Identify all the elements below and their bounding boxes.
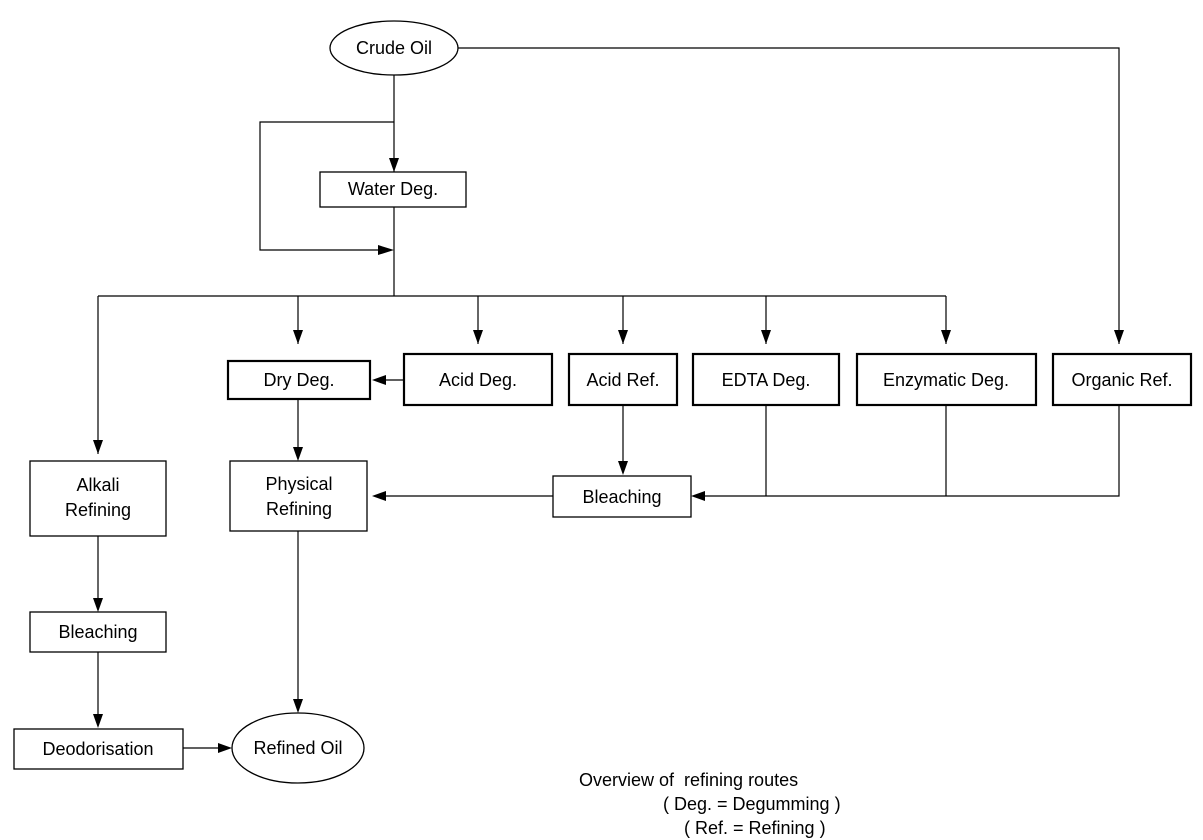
arrow-into-water-deg xyxy=(389,158,399,172)
connectors xyxy=(97,47,1120,749)
arrow-into-deodorisation xyxy=(93,714,103,728)
node-bleaching-right: Bleaching xyxy=(552,475,692,518)
physical-refining-label-line1: Physical xyxy=(265,474,332,494)
node-deodorisation: Deodorisation xyxy=(13,728,184,770)
crude-oil-label: Crude Oil xyxy=(356,38,432,58)
arrow-into-dry-deg xyxy=(293,330,303,344)
connector-bypass-loop xyxy=(259,121,394,251)
legend-deg-definition: ( Deg. = Degumming ) xyxy=(663,794,841,814)
water-deg-label: Water Deg. xyxy=(348,179,438,199)
arrow-into-bleaching-right-top xyxy=(618,461,628,475)
arrow-into-refined-oil-top xyxy=(293,699,303,713)
physical-refining-label-line2: Refining xyxy=(266,499,332,519)
node-alkali-refining: Alkali Refining xyxy=(29,460,167,537)
dry-deg-label: Dry Deg. xyxy=(263,370,334,390)
node-crude-oil: Crude Oil xyxy=(329,20,459,76)
alkali-refining-label-line2: Refining xyxy=(65,500,131,520)
node-acid-deg: Acid Deg. xyxy=(402,352,554,407)
node-bleaching-left: Bleaching xyxy=(29,611,167,653)
node-enzymatic-deg: Enzymatic Deg. xyxy=(855,352,1038,407)
refined-oil-label: Refined Oil xyxy=(253,738,342,758)
arrow-into-bleaching-left xyxy=(93,598,103,612)
edta-deg-label: EDTA Deg. xyxy=(722,370,811,390)
bleaching-right-label: Bleaching xyxy=(582,487,661,507)
node-refined-oil: Refined Oil xyxy=(231,712,365,784)
node-dry-deg: Dry Deg. xyxy=(226,359,372,401)
node-water-deg: Water Deg. xyxy=(319,171,467,208)
arrow-into-edta xyxy=(761,330,771,344)
arrow-bypass-return xyxy=(378,245,394,255)
legend-title: Overview of refining routes xyxy=(579,770,798,790)
node-acid-ref: Acid Ref. xyxy=(567,352,679,407)
enzymatic-deg-label: Enzymatic Deg. xyxy=(883,370,1009,390)
arrow-into-bleaching-right-side xyxy=(691,491,705,501)
arrow-into-enzymatic xyxy=(941,330,951,344)
legend-ref-definition: ( Ref. = Refining ) xyxy=(684,818,826,838)
arrow-into-refined-oil-left xyxy=(218,743,232,753)
alkali-refining-label-line1: Alkali xyxy=(76,475,119,495)
organic-ref-label: Organic Ref. xyxy=(1071,370,1172,390)
node-organic-ref: Organic Ref. xyxy=(1051,352,1193,407)
arrow-bleaching-to-physical xyxy=(372,491,386,501)
deodorisation-label: Deodorisation xyxy=(42,739,153,759)
arrowheads xyxy=(93,158,1124,753)
arrow-into-acid-ref xyxy=(618,330,628,344)
legend: Overview of refining routes ( Deg. = Deg… xyxy=(579,770,841,838)
acid-ref-label: Acid Ref. xyxy=(586,370,659,390)
arrow-into-organic xyxy=(1114,330,1124,344)
arrow-into-alkali xyxy=(93,440,103,454)
connector-organic-down xyxy=(704,405,1120,497)
node-edta-deg: EDTA Deg. xyxy=(691,352,841,407)
arrow-into-acid-deg xyxy=(473,330,483,344)
arrow-acid-deg-to-dry xyxy=(372,375,386,385)
acid-deg-label: Acid Deg. xyxy=(439,370,517,390)
arrow-into-physical xyxy=(293,447,303,461)
node-physical-refining: Physical Refining xyxy=(229,460,368,532)
connector-crude-to-organic xyxy=(458,47,1120,344)
bleaching-left-label: Bleaching xyxy=(58,622,137,642)
